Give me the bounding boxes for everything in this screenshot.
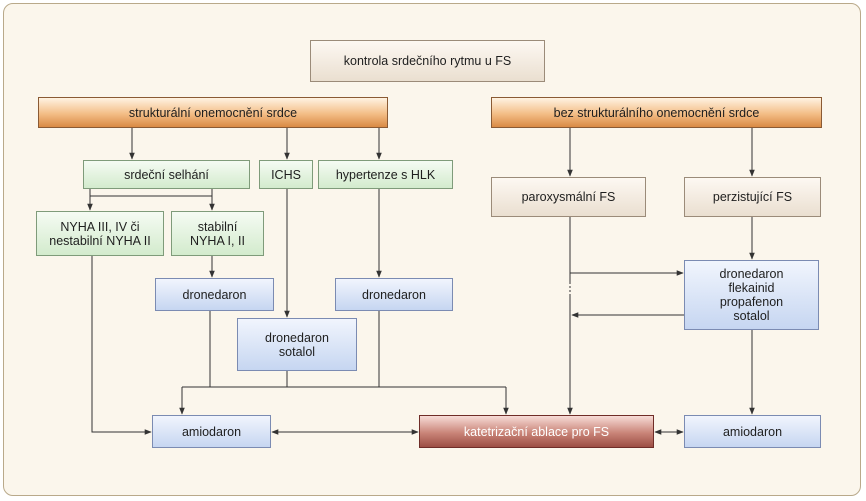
ablation-box: katetrizační ablace pro FS (419, 415, 654, 448)
persistent-box: perzistující FS (684, 177, 821, 217)
nyha-stable-box: stabilní NYHA I, II (171, 211, 264, 256)
drug-list-box: dronedaron flekainid propafenon sotalol (684, 260, 819, 330)
title-box: kontrola srdečního rytmu u FS (310, 40, 545, 82)
ichs-box: ICHS (259, 160, 313, 189)
dronedaron-htn-box: dronedaron (335, 278, 453, 311)
dronedaron-sotalol-box: dronedaron sotalol (237, 318, 357, 371)
nonstructural-heading: bez strukturálního onemocnění srdce (491, 97, 822, 128)
paroxysmal-box: paroxysmální FS (491, 177, 646, 217)
dronedaron-hf-box: dronedaron (155, 278, 274, 311)
hypertension-box: hypertenze s HLK (318, 160, 453, 189)
amiodaron-right-box: amiodaron (684, 415, 821, 448)
structural-heading: strukturální onemocnění srdce (38, 97, 388, 128)
nyha-severe-box: NYHA III, IV či nestabilní NYHA II (36, 211, 164, 256)
heart-failure-box: srdeční selhání (83, 160, 250, 189)
amiodaron-left-box: amiodaron (152, 415, 271, 448)
